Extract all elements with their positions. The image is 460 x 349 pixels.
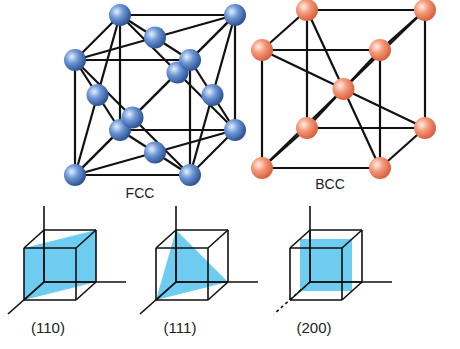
- lattice-line: [120, 130, 190, 175]
- atom: [251, 39, 273, 61]
- atom: [414, 0, 436, 21]
- axis-line: [274, 282, 310, 314]
- lattice-line: [120, 15, 190, 60]
- lattice-line: [119, 15, 121, 130]
- plane-label: (200): [296, 320, 331, 337]
- lattice-line: [75, 15, 235, 60]
- cube-edge: [207, 248, 209, 300]
- lattice-line: [120, 129, 235, 131]
- cube-edge: [95, 230, 97, 282]
- cube-edge: [290, 230, 310, 248]
- plane-label: (111): [164, 320, 197, 337]
- atom: [414, 117, 436, 139]
- structure-label: BCC: [315, 177, 345, 192]
- lattice-line: [75, 60, 190, 175]
- cube-edge: [156, 247, 208, 249]
- cube-edge: [290, 247, 342, 249]
- cube-edge: [76, 282, 96, 300]
- cube-edge: [76, 230, 96, 248]
- lattice-line: [234, 15, 236, 130]
- axis-line: [140, 282, 176, 314]
- atom: [369, 157, 391, 179]
- atom: [144, 27, 166, 49]
- atom: [251, 157, 273, 179]
- lattice-line: [190, 15, 235, 175]
- axis-line: [44, 281, 126, 283]
- cube-edge: [23, 248, 25, 300]
- axis-line: [310, 281, 392, 283]
- cube-edge: [44, 229, 96, 231]
- lattice-line: [190, 60, 235, 130]
- miller-plane-cube: [274, 206, 392, 314]
- atom: [109, 4, 131, 26]
- atom: [87, 84, 109, 106]
- cube-edge: [24, 230, 44, 248]
- lattice-line: [307, 50, 380, 128]
- lattice-line: [307, 127, 425, 129]
- cube-edge: [289, 248, 291, 300]
- atom: [296, 117, 318, 139]
- atom: [144, 142, 166, 164]
- cube-edge: [290, 299, 342, 301]
- lattice-line: [262, 49, 380, 51]
- atom: [64, 164, 86, 186]
- cube-edge: [310, 229, 362, 231]
- lattice-line: [262, 167, 380, 169]
- lattice-line: [75, 60, 120, 130]
- lattice-line: [379, 50, 381, 168]
- atom: [179, 164, 201, 186]
- cube-edge: [342, 230, 362, 248]
- atom: [202, 84, 224, 106]
- miller-plane-cube: [140, 206, 258, 314]
- lattice-line: [189, 60, 191, 175]
- cube-edge: [156, 230, 176, 248]
- lattice-line: [75, 174, 190, 176]
- bcc-cell: [251, 0, 436, 179]
- axis-line: [175, 206, 177, 282]
- structure-label: FCC: [126, 186, 155, 201]
- cube-edge: [75, 248, 77, 300]
- cube-edge: [361, 230, 363, 282]
- axis-line: [309, 206, 311, 282]
- axis-line: [176, 281, 258, 283]
- atom: [296, 0, 318, 21]
- atom: [369, 39, 391, 61]
- fcc-cell: [64, 4, 246, 186]
- cube-edge: [208, 230, 228, 248]
- atom: [64, 49, 86, 71]
- lattice-line: [74, 60, 76, 175]
- atom: [224, 4, 246, 26]
- axis-line: [43, 206, 45, 282]
- cube-edge: [24, 247, 76, 249]
- cube-edge: [176, 229, 228, 231]
- cube-edge: [155, 248, 157, 300]
- cube-edge: [227, 230, 229, 282]
- lattice-line: [307, 10, 380, 168]
- atom: [179, 49, 201, 71]
- lattice-line: [75, 59, 190, 61]
- lattice-line: [306, 10, 308, 128]
- plane-label: (110): [31, 320, 65, 337]
- atom: [122, 107, 144, 129]
- lattice-line: [307, 9, 425, 11]
- lattice-line: [120, 14, 235, 16]
- atom: [333, 78, 355, 100]
- miller-plane-cube: [8, 206, 126, 314]
- lattice-line: [262, 10, 425, 168]
- lattice-line: [424, 10, 426, 128]
- lattice-line: [261, 50, 263, 168]
- cube-edge: [341, 248, 343, 300]
- cube-edge: [24, 299, 76, 301]
- cube-edge: [208, 282, 228, 300]
- cube-edge: [156, 299, 208, 301]
- cube-edge: [342, 282, 362, 300]
- axis-line: [8, 282, 44, 314]
- lattice-line: [75, 60, 190, 175]
- atom: [224, 119, 246, 141]
- lattice-line: [262, 50, 425, 128]
